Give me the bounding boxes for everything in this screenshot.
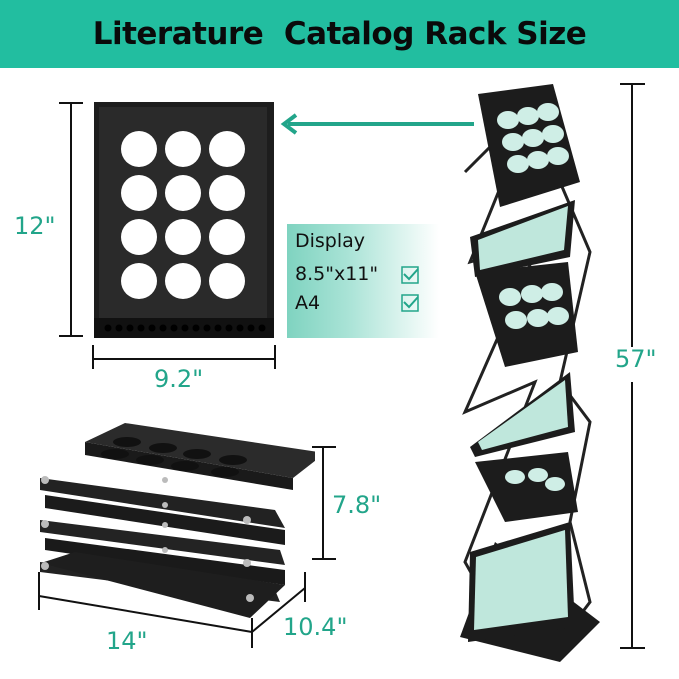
folded-rack-image [40, 423, 315, 618]
display-item-letter: 8.5"x11" [295, 263, 379, 285]
height-dimension-line [59, 102, 83, 337]
display-sizes-box: Display 8.5"x11" A4 [287, 224, 439, 338]
panel-width-label: 9.2" [154, 365, 204, 393]
folded-height-dimension-line [312, 446, 336, 560]
arrow-left-icon [280, 113, 474, 135]
standing-height-label: 57" [615, 345, 657, 373]
display-title: Display [295, 230, 366, 252]
panel-height-label: 12" [14, 212, 56, 240]
standing-height-dimension-line [620, 83, 645, 649]
folded-length-label: 14" [106, 627, 148, 655]
page-title: Literature Catalog Rack Size [92, 16, 587, 52]
front-panel-image [94, 102, 274, 338]
display-item-a4: A4 [295, 292, 321, 314]
checkbox-checked-icon [401, 266, 419, 284]
title-banner: Literature Catalog Rack Size [0, 0, 679, 68]
folded-height-label: 7.8" [332, 491, 382, 519]
width-dimension-line [92, 345, 276, 369]
folded-depth-label: 10.4" [283, 613, 348, 641]
standing-rack-image [460, 84, 600, 662]
checkbox-checked-icon [401, 294, 419, 312]
folded-base-dimension-lines [38, 572, 306, 648]
